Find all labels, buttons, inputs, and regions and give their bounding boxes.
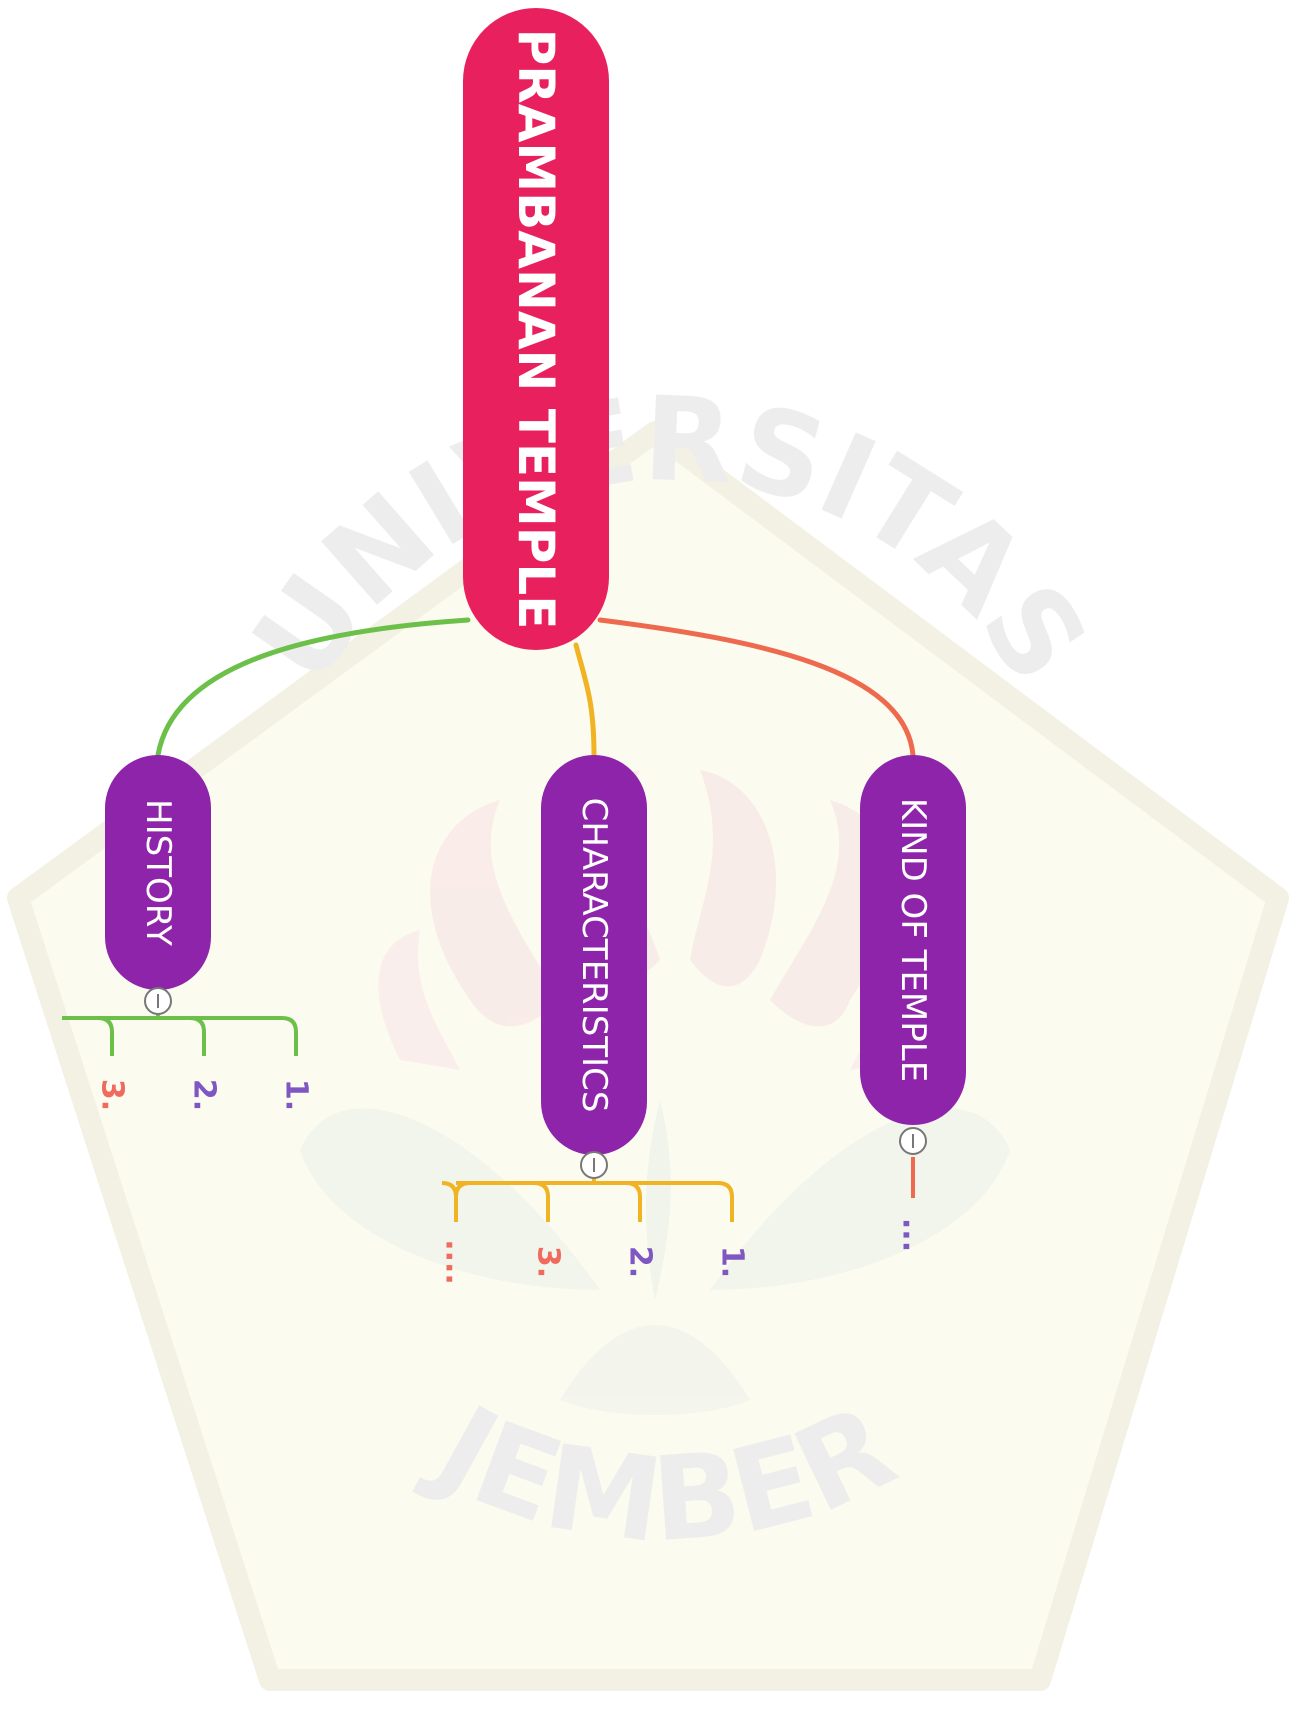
subtopic-item-history[interactable]: 3. [95, 1079, 130, 1111]
branch-node-history[interactable]: HISTORY [105, 755, 211, 990]
branch-node-label: CHARACTERISTICS [574, 798, 614, 1113]
subtopic-item-history[interactable]: 1. [279, 1079, 314, 1111]
collapse-toggle-characteristics[interactable] [580, 1151, 608, 1179]
connector-characteristics [573, 642, 597, 758]
branch-node-shape [541, 755, 647, 1155]
branch-lines-history [62, 1015, 298, 1056]
subtopic-item-characteristics[interactable]: 2. [623, 1246, 658, 1278]
subtopic-item-characteristics[interactable]: .... [439, 1239, 474, 1285]
root-node-prambanan-temple[interactable]: PRAMBANAN TEMPLE [463, 8, 609, 650]
branch-nodes: HISTORY 3. 2. 1. CHARACTERISTICS.... 3. 2. 1. KI… [62, 755, 966, 1285]
watermark-leaves-icon [300, 1100, 1010, 1415]
root-node-label: PRAMBANAN TEMPLE [507, 29, 565, 630]
branch-node-kind[interactable]: KIND OF TEMPLE [860, 755, 966, 1125]
connector-history [155, 617, 471, 758]
university-watermark: UNIVERSITAS JEMBER [7, 372, 1289, 1691]
subtopic-item-characteristics[interactable]: 1. [715, 1246, 750, 1278]
branch-node-label: KIND OF TEMPLE [893, 798, 933, 1082]
root-connectors [155, 617, 916, 758]
subtopic-item-history[interactable]: 2. [187, 1079, 222, 1111]
branch-node-label: HISTORY [138, 799, 178, 946]
subtopic-item-characteristics[interactable]: 3. [531, 1246, 566, 1278]
branch-lines-characteristics [441, 1179, 734, 1222]
branch-node-characteristics[interactable]: CHARACTERISTICS [541, 755, 647, 1155]
branch-node-shape [105, 755, 211, 990]
subtopic-item-kind[interactable]: ... [896, 1218, 931, 1252]
root-node-shape [463, 8, 609, 650]
collapse-toggle-kind[interactable] [899, 1127, 927, 1155]
collapse-toggle-history[interactable] [144, 987, 172, 1015]
branch-node-shape [860, 755, 966, 1125]
connector-kind [597, 617, 916, 758]
